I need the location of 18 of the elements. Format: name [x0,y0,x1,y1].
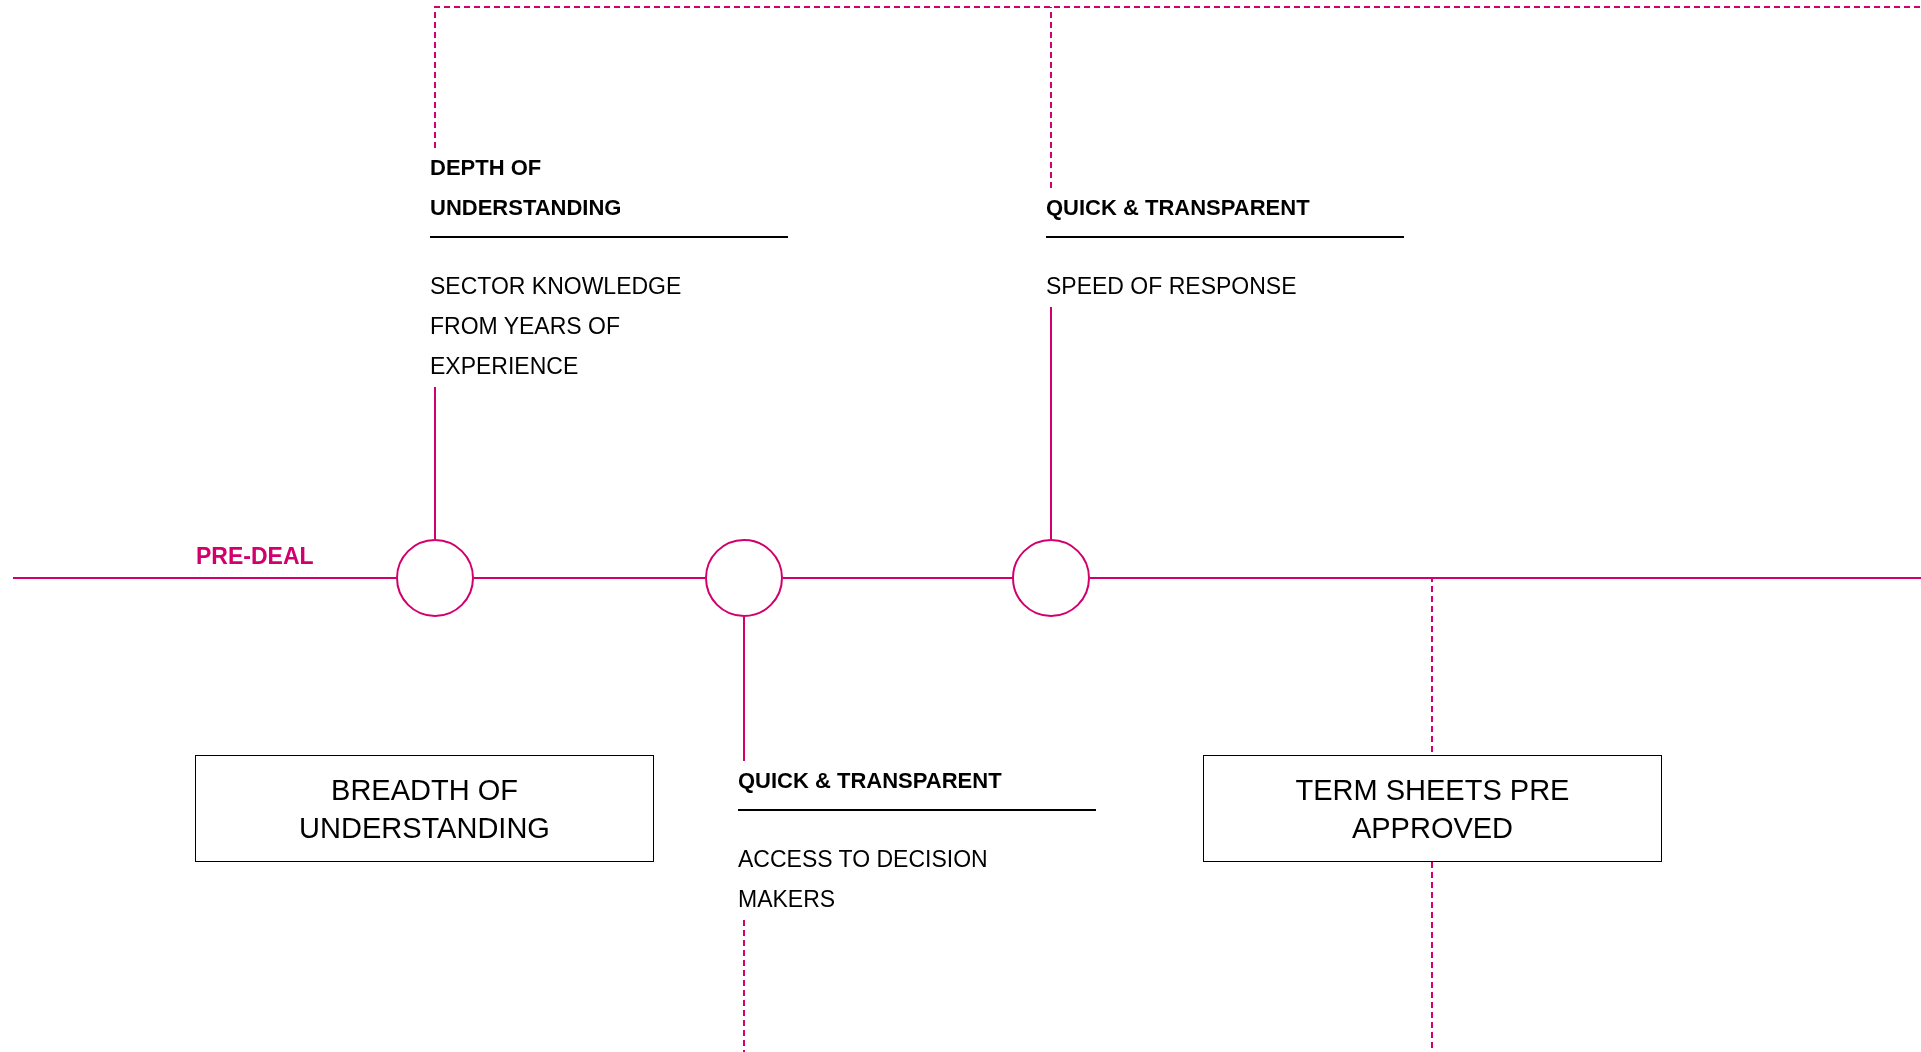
connector-line [782,577,1013,579]
description-text: ACCESS TO DECISION MAKERS [738,845,989,914]
label-box: TERM SHEETS PRE APPROVED [1203,755,1662,862]
connector-line [434,386,436,540]
dashed-connector [434,6,1921,149]
label-box: BREADTH OF UNDERSTANDING [195,755,654,862]
connector-line [743,616,745,762]
dashed-connector [743,919,745,1052]
connector-line [1050,306,1052,540]
heading: QUICK & TRANSPARENT [738,767,1003,795]
connector-line [12,577,397,579]
dashed-connector [1050,6,1052,189]
description-text: SPEED OF RESPONSE [1046,272,1298,301]
connector-line [473,577,706,579]
heading: DEPTH OF UNDERSTANDING [430,154,623,222]
description-text: SECTOR KNOWLEDGE FROM YEARS OF EXPERIENCE [430,272,683,381]
heading: QUICK & TRANSPARENT [1046,194,1311,222]
phase-label: PRE-DEAL [196,542,314,570]
